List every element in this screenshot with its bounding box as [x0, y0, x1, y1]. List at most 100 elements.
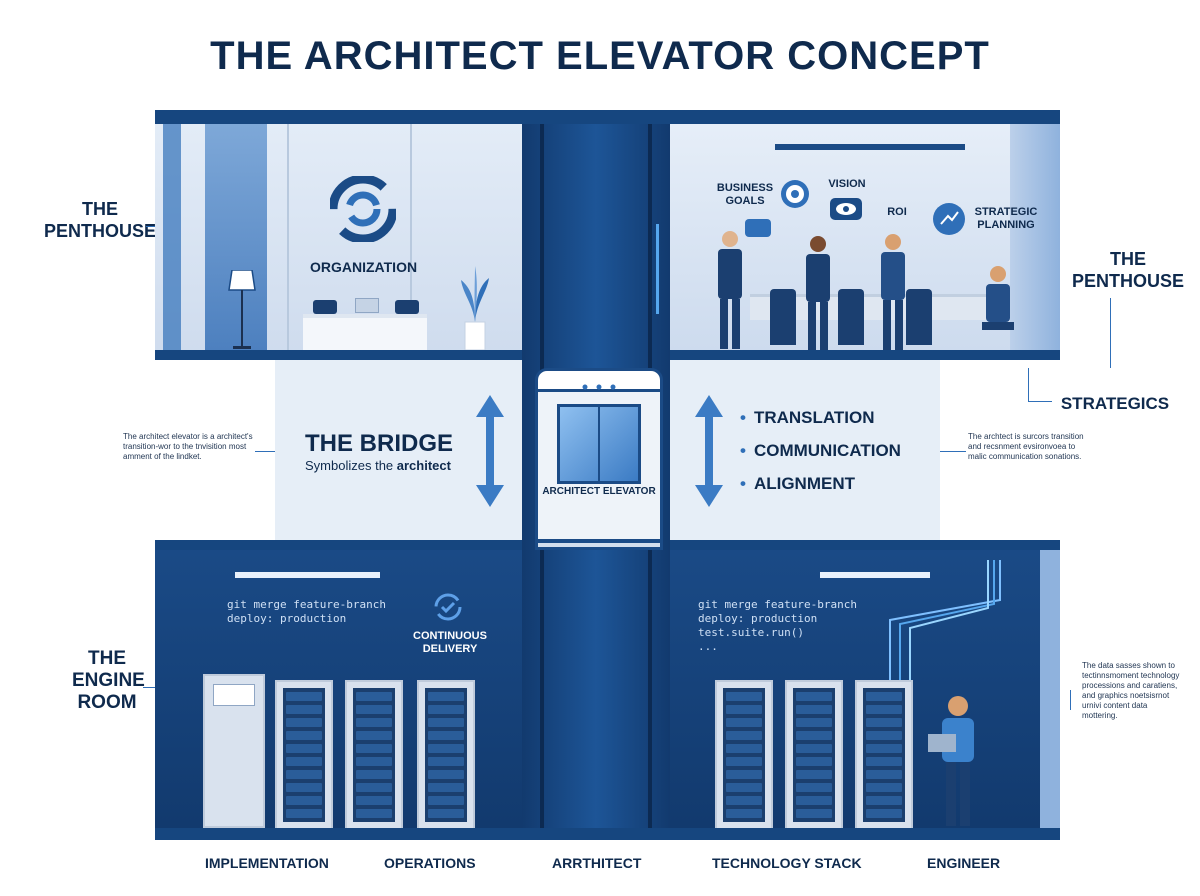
engine-room-left: git merge feature-branch deploy: product… — [155, 550, 522, 828]
server-unit — [428, 718, 464, 727]
engine-ceiling-slab — [670, 540, 1060, 550]
strategic-planning-label: STRATEGIC PLANNING — [974, 206, 1038, 231]
server-unit — [428, 809, 464, 818]
organization-label: ORGANIZATION — [310, 259, 418, 275]
server-unit — [866, 718, 902, 727]
server-unit — [286, 744, 322, 753]
person-icon — [875, 232, 911, 350]
target-icon — [780, 179, 810, 209]
penthouse-floor-slab — [670, 350, 1060, 360]
double-arrow-icon — [476, 395, 504, 507]
page-title: THE ARCHITECT ELEVATOR CONCEPT — [210, 34, 990, 78]
server-unit — [356, 744, 392, 753]
server-rack — [855, 680, 913, 828]
test-code: git merge feature-branch deploy: product… — [698, 598, 857, 653]
ceiling-light — [820, 572, 930, 578]
server-unit — [356, 809, 392, 818]
deploy-code: git merge feature-branch deploy: product… — [227, 598, 386, 625]
penthouse-left-room: ORGANIZATION — [155, 124, 522, 350]
window-strip — [1040, 550, 1060, 828]
left-penthouse-label: THE PENTHOUSE — [43, 199, 157, 241]
server-rack-inner — [723, 688, 765, 822]
engine-note-leader — [1070, 690, 1071, 710]
elevator-door-divider — [598, 404, 600, 484]
server-rack — [275, 680, 333, 828]
server-unit — [866, 731, 902, 740]
left-engine-leader — [143, 687, 157, 688]
person-icon — [980, 264, 1016, 350]
server-rack-inner — [283, 688, 325, 822]
window-strip — [1010, 124, 1060, 350]
shaft-light — [656, 224, 659, 314]
organization-logo-icon — [328, 174, 398, 244]
right-penthouse-leader — [1110, 298, 1111, 368]
sync-check-icon — [433, 592, 463, 622]
strategics-label: STRATEGICS — [1060, 394, 1170, 413]
server-rack — [715, 680, 773, 828]
server-unit — [796, 692, 832, 701]
server-unit — [866, 757, 902, 766]
person-icon — [800, 234, 836, 350]
chair-icon — [395, 300, 419, 314]
server-unit — [726, 718, 762, 727]
server-unit — [356, 731, 392, 740]
server-unit — [726, 796, 762, 805]
server-unit — [866, 744, 902, 753]
bridge-bullet-translation: TRANSLATION — [740, 408, 875, 428]
server-unit — [866, 770, 902, 779]
server-unit — [726, 783, 762, 792]
floor-lamp-icon — [227, 269, 257, 350]
elevator-indicator-icon — [581, 377, 617, 390]
server-unit — [726, 809, 762, 818]
plant-icon — [455, 264, 495, 350]
bottom-label-engineer: ENGINEER — [927, 855, 1001, 871]
desk — [303, 314, 427, 350]
server-unit — [286, 809, 322, 818]
bottom-label-architect: ARRTHITECT — [552, 855, 642, 871]
server-unit — [796, 718, 832, 727]
server-unit — [796, 705, 832, 714]
bridge-subtitle: Symbolizes the architect — [305, 458, 451, 473]
left-note-leader — [255, 451, 285, 452]
ceiling-light — [235, 572, 380, 578]
server-unit — [286, 783, 322, 792]
server-unit — [796, 796, 832, 805]
waveform-display — [213, 684, 255, 706]
bottom-label-technology-stack: TECHNOLOGY STACK — [712, 855, 862, 871]
roof-slab — [155, 110, 1060, 124]
building: ORGANIZATION BUSINESS GOALS — [155, 110, 1060, 840]
server-unit — [286, 718, 322, 727]
bottom-label-implementation: IMPLEMENTATION — [205, 855, 329, 871]
right-penthouse-label: THE PENTHOUSE — [1071, 249, 1185, 291]
server-unit — [428, 783, 464, 792]
server-unit — [726, 757, 762, 766]
server-unit — [796, 744, 832, 753]
server-rack — [785, 680, 843, 828]
server-unit — [286, 796, 322, 805]
server-unit — [866, 705, 902, 714]
right-note-leader — [932, 451, 966, 452]
business-goals-label: BUSINESS GOALS — [716, 182, 774, 207]
server-unit — [726, 731, 762, 740]
roi-label: ROI — [887, 206, 907, 218]
architect-elevator-label: ARCHITECT ELEVATOR — [542, 486, 656, 497]
bridge-bullet-communication: COMMUNICATION — [740, 441, 901, 461]
architect-elevator-car: ARCHITECT ELEVATOR — [535, 368, 663, 550]
engine-ceiling-slab — [155, 540, 522, 550]
server-unit — [866, 783, 902, 792]
server-unit — [796, 757, 832, 766]
ground-slab — [155, 828, 1060, 840]
server-unit — [428, 770, 464, 779]
laptop-icon — [355, 298, 379, 313]
data-cable-icon — [870, 560, 1010, 680]
server-unit — [356, 705, 392, 714]
server-unit — [796, 731, 832, 740]
server-rack — [345, 680, 403, 828]
server-unit — [286, 705, 322, 714]
chair-icon — [770, 289, 796, 345]
penthouse-right-room: BUSINESS GOALS VISION ROI STRATEGIC PLAN… — [670, 124, 1060, 350]
server-unit — [356, 718, 392, 727]
server-rack — [417, 680, 475, 828]
server-unit — [866, 809, 902, 818]
server-rack-inner — [425, 688, 467, 822]
